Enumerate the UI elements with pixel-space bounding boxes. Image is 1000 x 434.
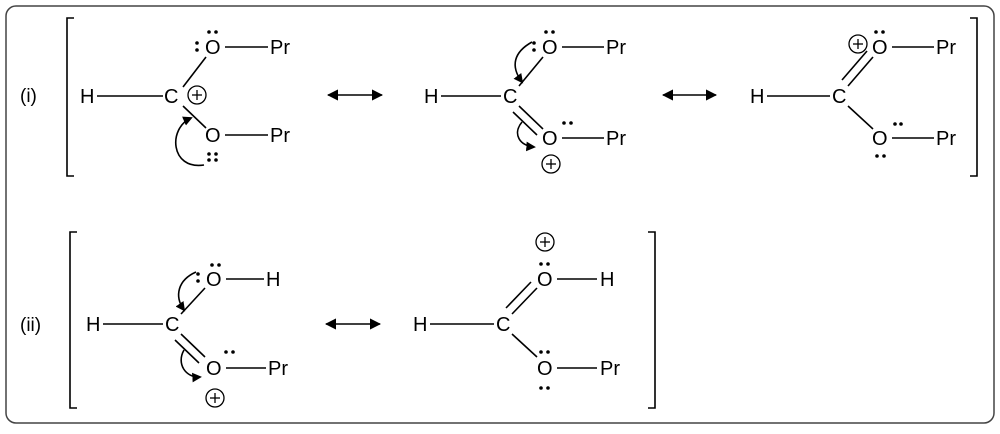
substituent-bottom: Pr (936, 128, 956, 150)
curved-arrow-icon (516, 121, 536, 152)
positive-charge-icon (535, 232, 555, 252)
positive-charge-icon (848, 34, 868, 54)
bracket-right (648, 231, 656, 409)
structure-ii-2: H C O H O Pr (413, 232, 620, 390)
substituent-bottom: Pr (600, 358, 620, 380)
panel-ii-label: (ii) (20, 315, 41, 336)
substituent-top: Pr (936, 37, 956, 59)
atom-oxygen-bottom: O (205, 125, 221, 147)
bond-c-o-bottom-second (512, 111, 538, 136)
atom-oxygen-bottom: O (206, 358, 222, 380)
panel-ii: (ii) H C O H O Pr (20, 231, 656, 409)
atom-carbon: C (496, 314, 510, 336)
atom-carbon: C (832, 86, 846, 108)
bond-c-o-top-second (505, 281, 532, 309)
bracket-left (69, 231, 77, 409)
panel-i: (i) H C O Pr O (20, 17, 978, 177)
bond-c-o-top-second (841, 50, 868, 81)
positive-charge-icon (541, 154, 561, 174)
substituent-top: H (600, 269, 614, 291)
structure-i-3: H C O Pr O Pr (750, 30, 956, 158)
atom-hydrogen: H (80, 86, 94, 108)
bracket-left (66, 17, 74, 177)
atom-oxygen-top: O (872, 37, 888, 59)
bond-c-o-top (518, 56, 544, 87)
atom-oxygen-top: O (542, 37, 558, 59)
substituent-top: Pr (270, 37, 290, 59)
curved-arrow-icon (175, 271, 197, 312)
curved-arrow-icon (513, 41, 533, 84)
atom-carbon: C (165, 314, 179, 336)
atom-oxygen-bottom: O (872, 128, 888, 150)
structure-ii-1: H C O H O Pr (86, 263, 288, 408)
atom-oxygen-top: O (206, 269, 222, 291)
substituent-bottom: Pr (268, 358, 288, 380)
curved-arrow-icon (180, 349, 202, 383)
positive-charge-icon (205, 388, 225, 408)
structure-i-2: H C O Pr O Pr (424, 30, 626, 174)
bracket-right (970, 17, 978, 177)
substituent-top: H (266, 269, 280, 291)
atom-hydrogen: H (750, 86, 764, 108)
outer-frame (5, 5, 995, 424)
bond-c-o-bottom (180, 333, 206, 358)
substituent-top: Pr (606, 37, 626, 59)
panel-i-label: (i) (20, 86, 37, 107)
atom-hydrogen: H (86, 314, 100, 336)
bond-c-o-top (182, 56, 207, 88)
bond-c-o-bottom (511, 333, 538, 358)
atom-oxygen-bottom: O (542, 128, 558, 150)
atom-hydrogen: H (424, 86, 438, 108)
structure-i-1: H C O Pr O Pr (80, 30, 290, 167)
atom-oxygen-top: O (537, 269, 553, 291)
bond-c-o-top (511, 287, 538, 315)
atom-carbon: C (164, 86, 178, 108)
bond-c-o-bottom (182, 105, 207, 129)
atom-oxygen-top: O (205, 37, 221, 59)
positive-charge-icon (187, 85, 207, 105)
atom-carbon: C (503, 86, 517, 108)
curved-arrow-icon (174, 116, 205, 167)
substituent-bottom: Pr (270, 125, 290, 147)
atom-hydrogen: H (413, 314, 427, 336)
bond-c-o-top (180, 287, 206, 315)
bond-c-o-bottom-second (174, 339, 200, 364)
substituent-bottom: Pr (606, 128, 626, 150)
bond-c-o-top (847, 56, 874, 87)
atom-oxygen-bottom: O (537, 358, 553, 380)
bond-c-o-bottom (847, 105, 874, 130)
bond-c-o-bottom (518, 105, 544, 130)
